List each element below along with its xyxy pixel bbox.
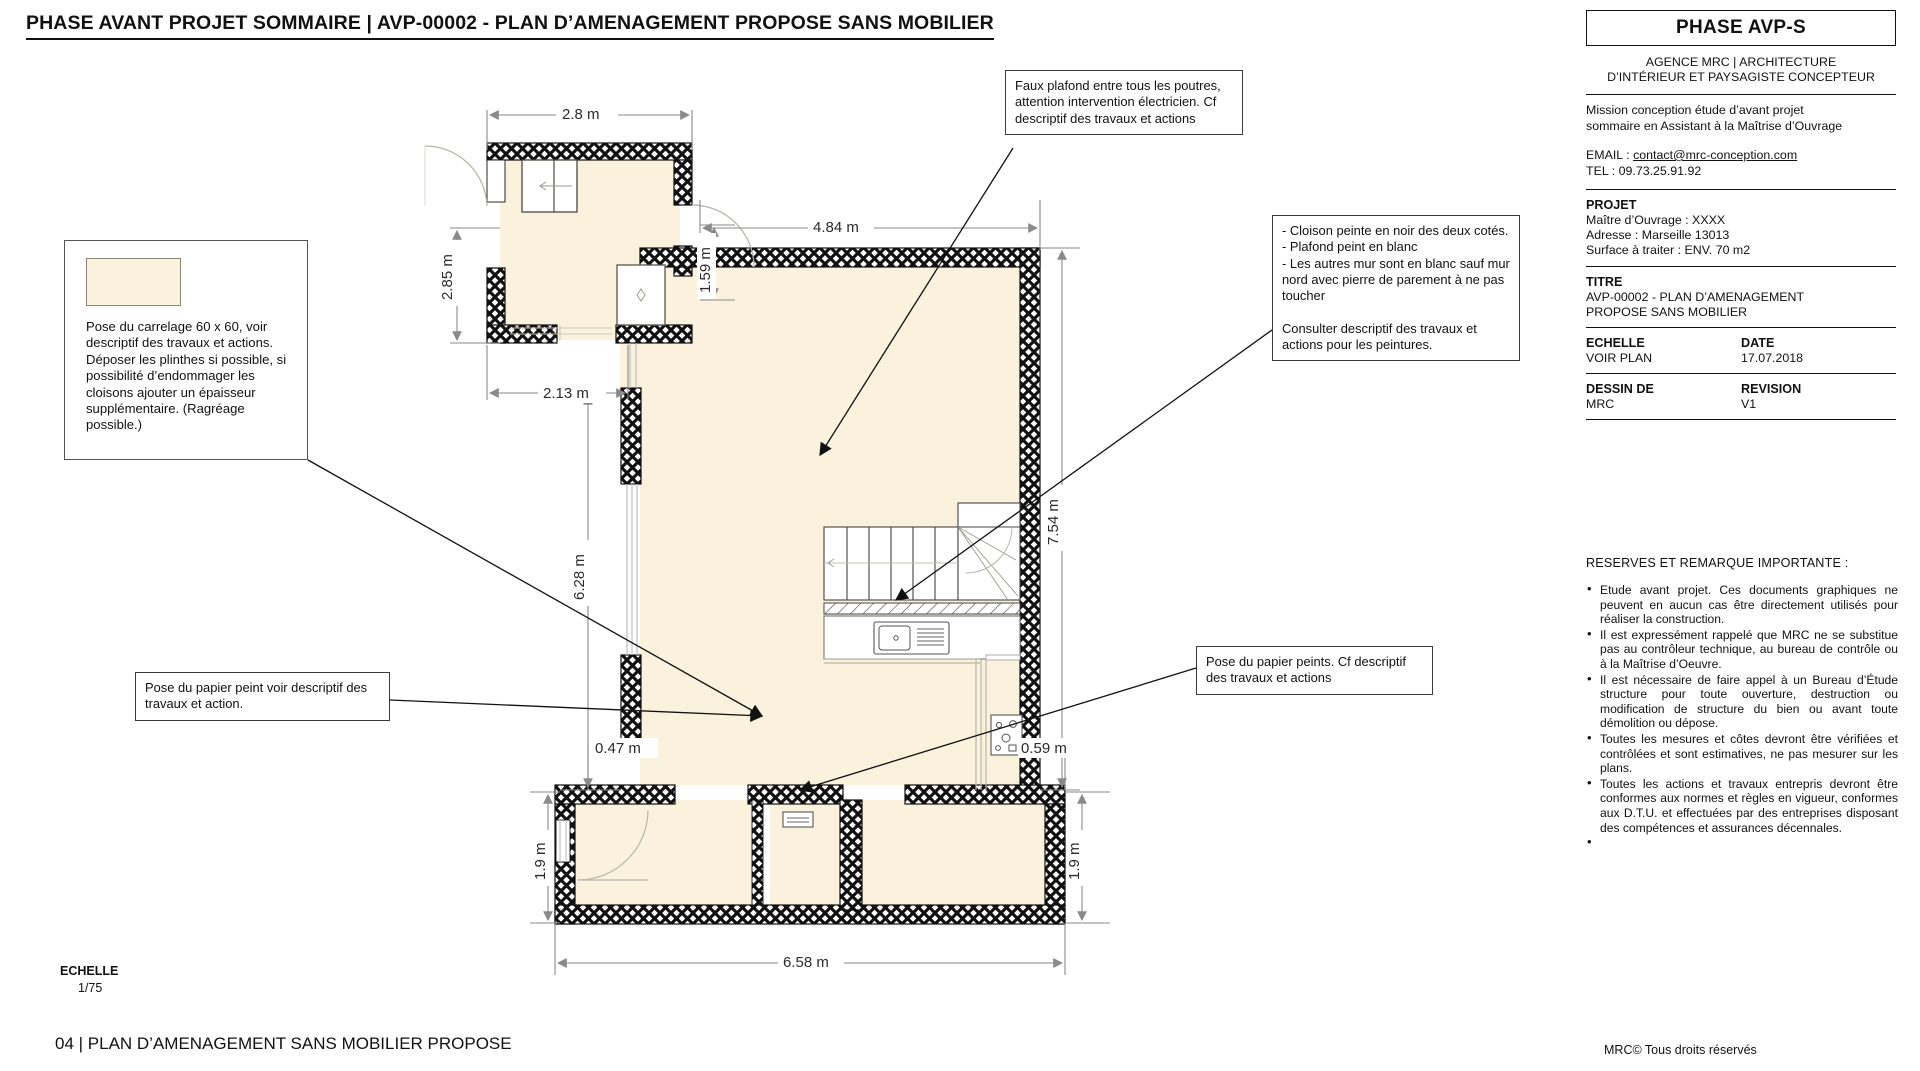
callout-false-ceiling: Faux plafond entre tous les poutres, att…: [1005, 70, 1243, 135]
titre-label: TITRE: [1586, 274, 1623, 289]
mission-line-2: sommaire en Assistant à la Maîtrise d’Ou…: [1586, 118, 1843, 133]
dim-2-8m: 2.8 m: [562, 106, 600, 123]
email-value[interactable]: contact@mrc-conception.com: [1633, 148, 1798, 162]
echelle-date-section: ECHELLE VOIR PLAN DATE 17.07.2018: [1586, 328, 1896, 375]
date-col: DATE 17.07.2018: [1741, 335, 1896, 366]
reserves-item: Toutes les mesures et côtes devront être…: [1586, 731, 1898, 776]
revision-col: REVISION V1: [1741, 381, 1896, 412]
echelle-col: ECHELLE VOIR PLAN: [1586, 335, 1741, 366]
gas-hob-fixture: [990, 714, 1023, 756]
dim-1-9m-left: 1.9 m: [532, 842, 549, 880]
date-label: DATE: [1741, 336, 1775, 351]
dessin-revision-section: DESSIN DE MRC REVISION V1: [1586, 374, 1896, 421]
reserves-item: Il est nécessaire de faire appel à un Bu…: [1586, 672, 1898, 731]
callout-paint-spec: - Cloison peinte en noir des deux cotés.…: [1272, 215, 1520, 362]
leader-wp-right: [798, 667, 1197, 793]
footer-page-label: 04 | PLAN D’AMENAGEMENT SANS MOBILIER PR…: [55, 1034, 512, 1053]
contact-block: EMAIL : contact@mrc-conception.com TEL :…: [1586, 148, 1896, 190]
projet-maitre: Maître d’Ouvrage : XXXX: [1586, 213, 1726, 227]
agency-line-1: AGENCE MRC | ARCHITECTURE: [1645, 55, 1837, 69]
email-row: EMAIL : contact@mrc-conception.com: [1586, 148, 1896, 164]
projet-section: PROJET Maître d’Ouvrage : XXXX Adresse :…: [1586, 190, 1896, 267]
dim-1-9m-right: 1.9 m: [1066, 842, 1083, 880]
tel-row: TEL : 09.73.25.91.92: [1586, 163, 1702, 178]
echelle-label: ECHELLE: [1586, 336, 1645, 351]
agency-line-2: D’INTÉRIEUR ET PAYSAGISTE CONCEPTEUR: [1607, 70, 1875, 84]
reserves-heading: RESERVES ET REMARQUE IMPORTANTE :: [1586, 556, 1849, 570]
stairs-fixture: [823, 502, 1021, 601]
titre-line-1: AVP-00002 - PLAN D’AMENAGEMENT: [1586, 289, 1805, 304]
reserves-item: Il est expressément rappelé que MRC ne s…: [1586, 627, 1898, 672]
dessin-label: DESSIN DE: [1586, 382, 1654, 397]
projet-surface: Surface à traiter : ENV. 70 m2: [1586, 243, 1751, 258]
footer-echelle-label: ECHELLE: [60, 964, 119, 978]
legend-color-swatch: [86, 258, 181, 306]
kitchen-counter-fixture: [823, 615, 1021, 664]
echelle-value: VOIR PLAN: [1586, 351, 1653, 366]
reserves-item: Etude avant projet. Ces documents graphi…: [1586, 582, 1898, 627]
dim-1-59m: 1.59 m: [697, 247, 714, 293]
window-fixture: [521, 159, 578, 213]
phase-badge: PHASE AVP-S: [1586, 10, 1896, 46]
dim-0-59m: 0.59 m: [1021, 740, 1067, 757]
reserves-list: Etude avant projet. Ces documents graphi…: [1586, 582, 1898, 850]
legend-box: Pose du carrelage 60 x 60, voir descript…: [64, 240, 308, 460]
legend-text: Pose du carrelage 60 x 60, voir descript…: [86, 319, 287, 433]
dessin-value: MRC: [1586, 397, 1615, 412]
title-block: PHASE AVP-S AGENCE MRC | ARCHITECTURE D’…: [1586, 10, 1896, 421]
footer-echelle-value: 1/75: [78, 981, 103, 995]
mission-line-1: Mission conception étude d’avant projet: [1586, 103, 1804, 117]
callout-wallpaper-right: Pose du papier peints. Cf descriptif des…: [1196, 646, 1433, 695]
leader-ceiling: [819, 147, 1014, 457]
callout-wallpaper-left: Pose du papier peint voir descriptif des…: [135, 672, 390, 721]
dim-6-58m: 6.58 m: [783, 954, 829, 971]
projet-adresse: Adresse : Marseille 13013: [1586, 228, 1730, 243]
footer-copyright: MRC© Tous droits réservés: [1604, 1043, 1757, 1057]
titre-line-2: PROPOSE SANS MOBILIER: [1586, 304, 1748, 319]
leader-paint: [894, 329, 1273, 601]
reserves-item: Toutes les actions et travaux entrepris …: [1586, 776, 1898, 835]
dim-2-13m: 2.13 m: [543, 385, 589, 402]
revision-label: REVISION: [1741, 382, 1802, 397]
dim-7-54m: 7.54 m: [1045, 499, 1062, 545]
mission-text: Mission conception étude d’avant projet …: [1586, 103, 1896, 134]
email-label: EMAIL :: [1586, 148, 1634, 162]
dim-0-47m: 0.47 m: [595, 740, 641, 757]
projet-label: PROJET: [1586, 198, 1637, 212]
revision-value: V1: [1741, 397, 1757, 412]
dim-6-28m: 6.28 m: [571, 554, 588, 600]
dim-4-84m: 4.84 m: [813, 219, 859, 236]
leader-wp-left: [389, 699, 764, 722]
date-value: 17.07.2018: [1741, 351, 1804, 366]
titre-section: TITRE AVP-00002 - PLAN D’AMENAGEMENT PRO…: [1586, 267, 1896, 329]
dim-2-85m: 2.85 m: [439, 254, 456, 300]
agency-name: AGENCE MRC | ARCHITECTURE D’INTÉRIEUR ET…: [1586, 55, 1896, 95]
page-title: PHASE AVANT PROJET SOMMAIRE | AVP-00002 …: [26, 12, 994, 40]
dessin-col: DESSIN DE MRC: [1586, 381, 1741, 412]
reserves-section: RESERVES ET REMARQUE IMPORTANTE : Etude …: [1586, 556, 1898, 850]
